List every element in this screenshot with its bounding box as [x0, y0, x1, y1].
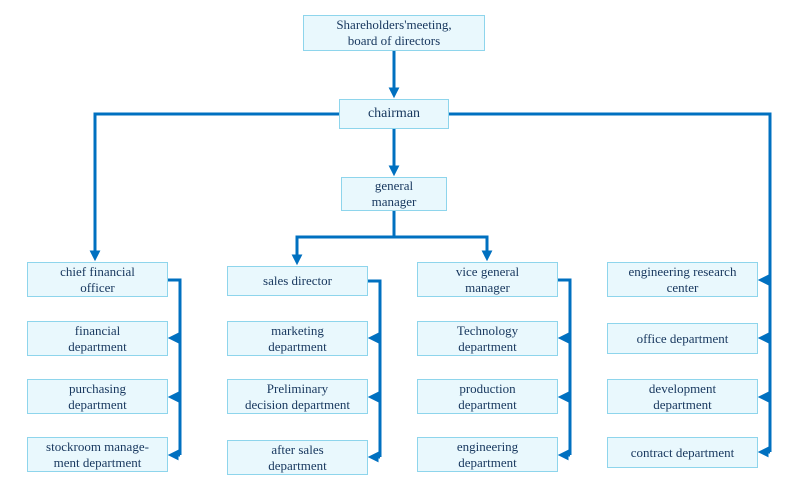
- edge-gm-vice-general-manager: [394, 235, 493, 262]
- node-preliminary-decision-department: Preliminary decision department: [227, 379, 368, 414]
- node-stockroom-management-department: stockroom manage- ment department: [27, 437, 168, 472]
- node-after-sales-department: after sales department: [227, 440, 368, 475]
- node-contract-department: contract department: [607, 437, 758, 468]
- node-purchasing-department: purchasing department: [27, 379, 168, 414]
- node-vice-general-manager: vice general manager: [417, 262, 558, 297]
- edge-vgm-spine: [558, 278, 572, 455]
- node-sales-director: sales director: [227, 266, 368, 296]
- node-engineering-department: engineering department: [417, 437, 558, 472]
- node-financial-department: financial department: [27, 321, 168, 356]
- edge-gm-sales-director: [291, 235, 394, 266]
- edge-chairman-cfo: [89, 112, 339, 262]
- edge-sales-spine: [368, 279, 382, 457]
- node-office-department: office department: [607, 323, 758, 354]
- node-marketing-department: marketing department: [227, 321, 368, 356]
- node-chairman: chairman: [339, 99, 449, 129]
- node-shareholders-meeting: Shareholders'meeting, board of directors: [303, 15, 485, 51]
- edge-cfo-spine: [168, 278, 182, 455]
- node-general-manager: general manager: [341, 177, 447, 211]
- node-technology-department: Technology department: [417, 321, 558, 356]
- node-development-department: development department: [607, 379, 758, 414]
- node-chief-financial-officer: chief financial officer: [27, 262, 168, 297]
- node-engineering-research-center: engineering research center: [607, 262, 758, 297]
- node-production-department: production department: [417, 379, 558, 414]
